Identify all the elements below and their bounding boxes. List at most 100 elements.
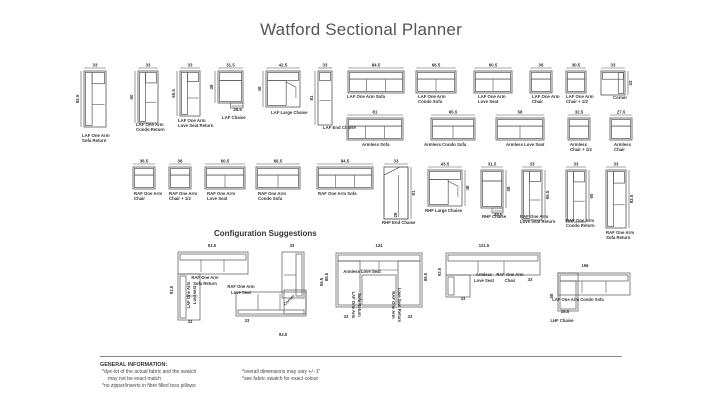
page-title: Watford Sectional Planner — [260, 20, 462, 39]
back-cushion — [206, 168, 244, 176]
piece-outline — [316, 166, 374, 190]
config-outline — [179, 253, 247, 261]
config-outline — [557, 272, 579, 312]
config-label: LHF Chaise — [550, 318, 574, 323]
piece-label: Armless — [570, 142, 588, 147]
back-cushion — [257, 168, 299, 176]
config-outline — [179, 275, 187, 319]
dimension-value: 42.5 — [279, 63, 288, 68]
config-outline — [557, 272, 631, 296]
piece-label: LAF Large Chaise — [271, 110, 308, 115]
config-label: 93.5 — [279, 332, 288, 337]
seat-cushion — [531, 78, 551, 92]
back-cushion — [567, 72, 585, 80]
piece-label: LAF One Arm — [532, 94, 560, 99]
dimension-value: 33 — [574, 162, 579, 167]
config-outline — [177, 251, 249, 275]
dimension-value: 33 — [628, 80, 633, 85]
config-label: LAF One Arm Condo Sofa — [552, 297, 604, 302]
dimension-value: 33 — [323, 63, 328, 68]
seat-cushion — [134, 174, 154, 188]
config-label: Sofa Return — [357, 293, 362, 317]
back-cushion — [617, 72, 624, 94]
config-label: Sofa Return — [193, 281, 217, 286]
dimension-value: 48 — [257, 86, 262, 91]
piece-label: LAF One Arm — [136, 122, 164, 127]
divider-line — [100, 356, 622, 357]
piece-label: Corner — [613, 95, 627, 100]
piece-outline — [265, 70, 301, 108]
piece-outline — [83, 70, 107, 128]
seat-cushion — [318, 174, 372, 188]
config-outline — [237, 309, 305, 315]
dimension-value: 33 — [394, 159, 399, 164]
piece-label: Love Seat — [207, 196, 228, 201]
seat-cushion — [497, 125, 543, 139]
back-cushion — [482, 171, 502, 182]
general-info-line: *dye-lot of the actual fabric and the sw… — [102, 369, 197, 375]
piece-label: Sofa Return — [82, 138, 107, 143]
piece-label: LAF End Chaise — [323, 125, 357, 130]
general-info-line: *see fabric swatch for exact colour — [242, 376, 319, 382]
config-label: RAF One Arm — [391, 291, 396, 319]
seat-cushion — [569, 125, 589, 139]
piece-outline — [427, 169, 463, 207]
config-label: 166 — [582, 263, 590, 268]
config-label: LAF One Arm — [186, 281, 191, 308]
pillow-outline — [285, 81, 297, 98]
seat-cushion — [611, 125, 631, 139]
config-outline — [559, 274, 629, 282]
piece-label: Chair — [614, 147, 625, 152]
piece-label: LAF Chaise — [222, 115, 246, 120]
config-label: 93.5 — [437, 267, 442, 276]
back-cushion — [349, 72, 403, 80]
back-cushion — [139, 72, 146, 122]
arm — [145, 72, 157, 84]
piece-label: Chair — [532, 99, 543, 104]
seat-cushion — [348, 125, 402, 139]
config-label: 33 — [245, 318, 250, 323]
piece-label: Condo Sofa — [418, 99, 443, 104]
piece-outline — [415, 70, 457, 94]
config-label: RAF One Arm — [496, 272, 524, 277]
piece-label: Condo Return — [566, 223, 595, 228]
piece-outline — [132, 166, 156, 190]
dimension-value: 65.5 — [545, 190, 550, 199]
config-outline — [337, 260, 361, 306]
config-label: RAF One Arm — [191, 275, 219, 280]
piece-label: LAF One Arm — [178, 118, 206, 123]
config-label: LAF One Arm — [351, 292, 356, 319]
back-cushion — [602, 72, 624, 80]
arm — [319, 72, 331, 81]
arm — [187, 72, 199, 82]
config-outline — [361, 274, 397, 306]
piece-label: LAF One Arm — [82, 133, 110, 138]
seat-cushion — [170, 174, 190, 188]
piece-label: RHF Chaise — [482, 214, 507, 219]
config-label: 33 — [344, 314, 349, 319]
piece-label: Armless Love Seat — [506, 142, 545, 147]
arm — [573, 171, 585, 183]
dimension-value: 28 — [393, 212, 398, 217]
dimension-value: 38 — [506, 186, 511, 191]
piece-outline — [600, 70, 626, 96]
dimension-value: 36 — [539, 63, 544, 68]
piece-label: LAF One Arm — [418, 94, 446, 99]
piece-outline — [495, 117, 545, 141]
back-cushion — [429, 171, 461, 180]
piece-label: Armless Condo Sofa — [424, 142, 467, 147]
piece-label: Love Seat Return — [520, 219, 556, 224]
piece-label: RAF One Arm Sofa — [318, 191, 357, 196]
